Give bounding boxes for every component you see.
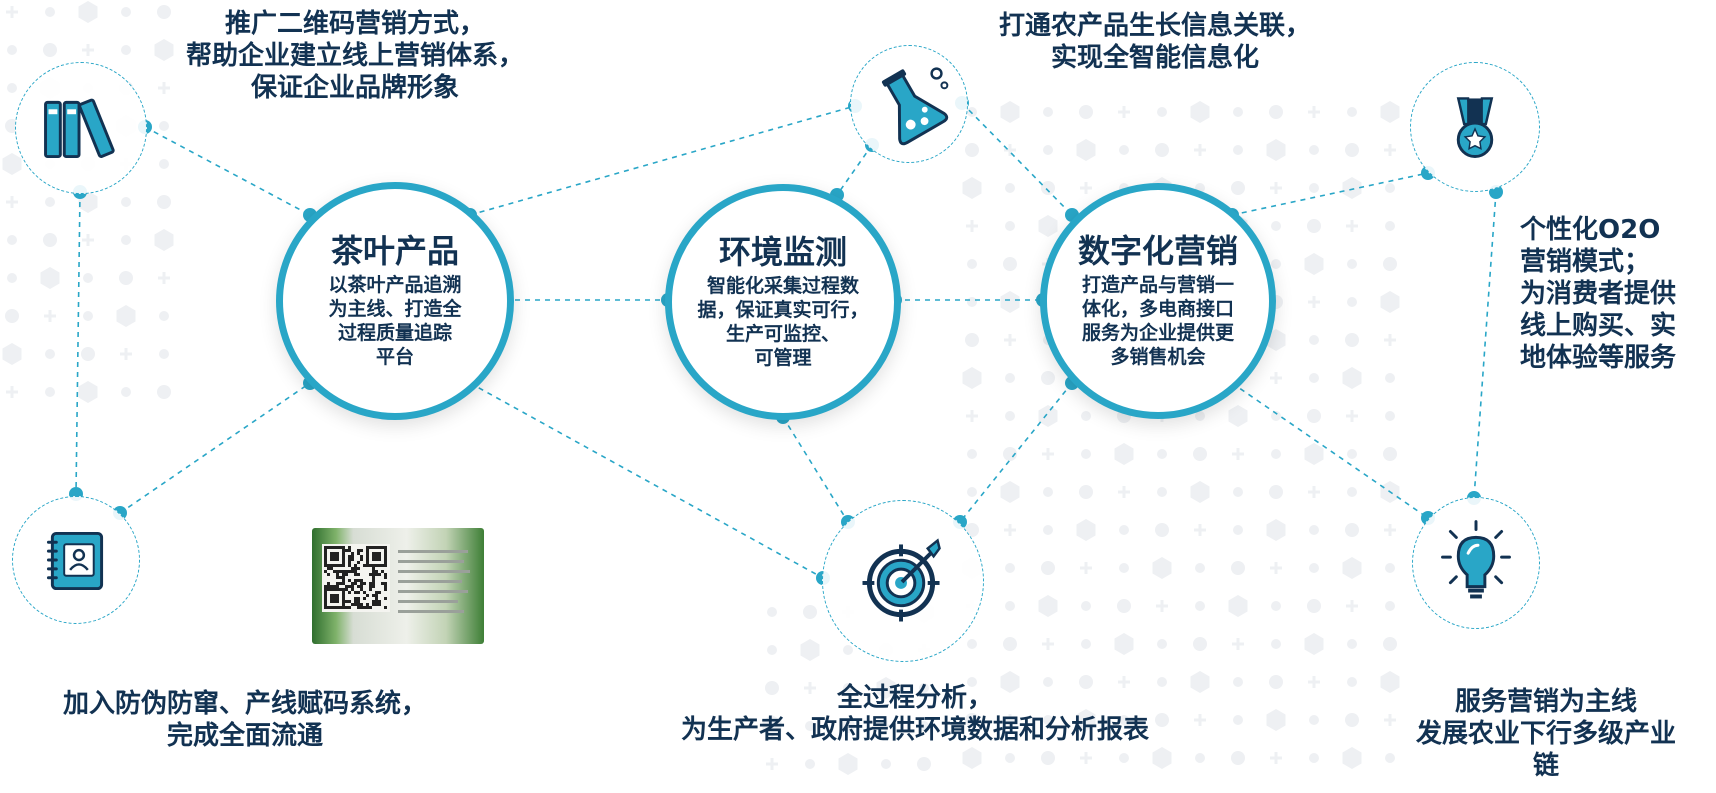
- node-digital-body: 打造产品与营销一 体化，多电商接口 服务为企业提供更 多销售机会: [1081, 274, 1234, 368]
- node-digital-title: 数字化营销: [1077, 232, 1238, 270]
- caption-service: 服务营销为主线 发展农业下行多级产业 链: [1415, 687, 1676, 781]
- node-digital-marketing: 数字化营销 打造产品与营销一 体化，多电商接口 服务为企业提供更 多销售机会: [1040, 183, 1276, 419]
- contact-book-icon: [12, 496, 140, 624]
- lightbulb-icon: [1412, 497, 1540, 629]
- qr-code-label-photo: [312, 528, 484, 644]
- caption-analysis: 全过程分析， 为生产者、政府提供环境数据和分析报表: [680, 683, 1149, 745]
- node-tea-title: 茶叶产品: [330, 232, 459, 270]
- books-icon: [15, 62, 147, 194]
- medal-icon: [1410, 62, 1540, 192]
- caption-anti-fake: 加入防伪防窜、产线赋码系统， 完成全面流通: [62, 689, 427, 751]
- caption-o2o: 个性化O2O 营销模式； 为消费者提供 线上购买、实 地体验等服务: [1520, 215, 1677, 373]
- node-environment-title: 环境监测: [718, 233, 847, 271]
- caption-info-link: 打通农产品生长信息关联， 实现全智能信息化: [998, 11, 1311, 73]
- node-tea-product: 茶叶产品 以茶叶产品追溯 为主线、打造全 过程质量追踪 平台: [276, 182, 514, 420]
- node-environment-body: 智能化采集过程数 据，保证真实可行， 生产可监控、 可管理: [697, 275, 869, 369]
- target-icon: [822, 500, 984, 662]
- flask-icon: [850, 45, 968, 163]
- node-environment-monitoring: 环境监测 智能化采集过程数 据，保证真实可行， 生产可监控、 可管理: [665, 184, 901, 420]
- node-tea-body: 以茶叶产品追溯 为主线、打造全 过程质量追踪 平台: [328, 274, 462, 368]
- caption-qr-marketing: 推广二维码营销方式， 帮助企业建立线上营销体系， 保证企业品牌形象: [185, 9, 524, 103]
